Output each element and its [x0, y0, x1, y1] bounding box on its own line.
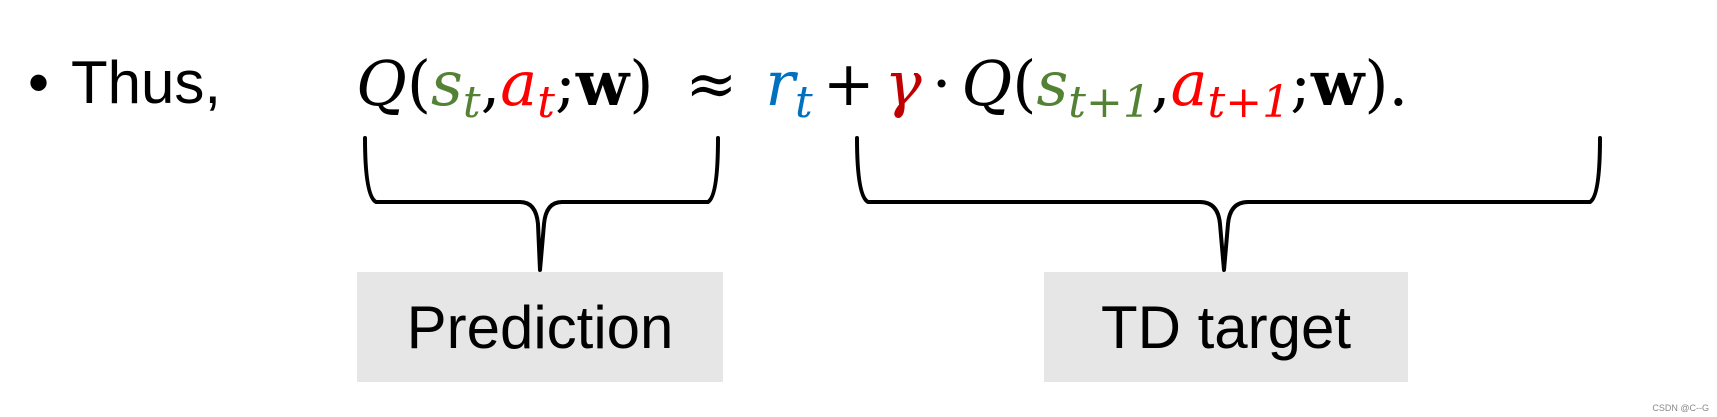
lhs-state-subscript: t [462, 77, 481, 128]
rhs-semicolon: ; [1290, 47, 1311, 120]
rhs-comma: , [1150, 47, 1171, 120]
rhs-state: s [1036, 47, 1069, 120]
rhs-weights: w [1310, 47, 1365, 120]
lhs-state: s [431, 47, 463, 120]
rhs-reward: r [765, 47, 795, 120]
rhs-open-paren: ( [1012, 47, 1037, 120]
lhs-action: a [500, 47, 538, 120]
lhs-q-function: Q [356, 47, 407, 120]
lhs-weights: w [575, 47, 630, 120]
rhs-period: . [1388, 47, 1409, 120]
rhs-action-subscript: t+1 [1207, 77, 1291, 128]
bullet-line: • Thus, [28, 48, 221, 118]
rhs-close-paren: ) [1364, 47, 1389, 120]
prediction-label: Prediction [406, 293, 674, 361]
watermark: CSDN @C--G [1652, 403, 1709, 413]
prediction-underbrace [363, 136, 720, 272]
bellman-equation: Q(st,at;w)≈rt+γ·Q(st+1,at+1;w). [356, 44, 1409, 125]
prediction-label-box: Prediction [357, 272, 723, 382]
lhs-semicolon: ; [554, 47, 576, 120]
rhs-action: a [1170, 47, 1208, 120]
lhs-comma: , [480, 47, 501, 120]
bullet-marker: • [28, 49, 50, 116]
lhs-action-subscript: t [537, 77, 555, 128]
rhs-reward-subscript: t [795, 77, 813, 128]
td-target-label: TD target [1100, 293, 1352, 361]
td-target-label-box: TD target [1044, 272, 1408, 382]
rhs-gamma: γ [884, 47, 922, 120]
bullet-text: Thus, [71, 49, 222, 116]
lhs-open-paren: ( [406, 47, 432, 120]
rhs-q-function: Q [961, 47, 1013, 120]
lhs-close-paren: ) [629, 47, 654, 120]
rhs-plus: + [822, 47, 875, 120]
approx-symbol: ≈ [685, 47, 738, 120]
rhs-dot: · [931, 47, 952, 120]
td-target-underbrace [855, 136, 1602, 272]
rhs-state-subscript: t+1 [1068, 77, 1151, 128]
